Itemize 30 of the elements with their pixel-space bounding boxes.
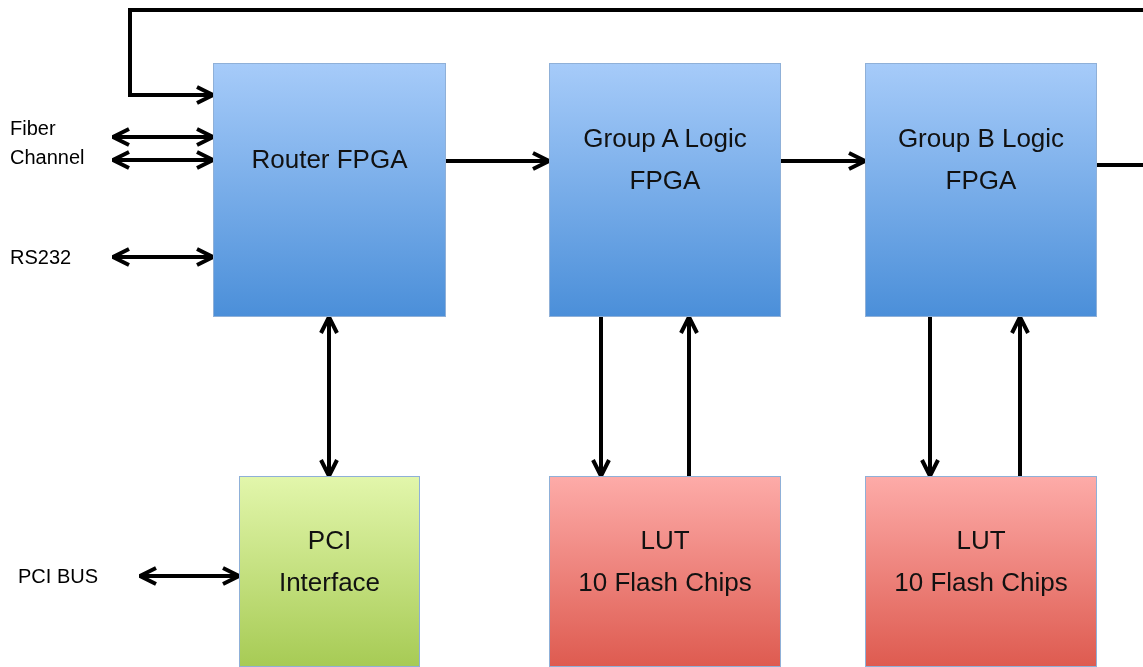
arrow: [319, 315, 339, 478]
fpga-block: [549, 63, 781, 317]
arrow: [446, 151, 551, 171]
block-label: PCI Interface: [277, 523, 382, 599]
block-label: Group A Logic FPGA: [582, 122, 748, 197]
port-label: RS232: [10, 244, 72, 270]
arrow: [1010, 315, 1030, 476]
block-label: Router FPGA: [251, 143, 408, 177]
block-label: 10 Flash Chips: [894, 565, 1068, 599]
port-label: PCI BUS: [18, 563, 99, 589]
block-label: LUT: [640, 523, 690, 557]
fpga-block: [865, 63, 1097, 317]
connector-line: [1097, 163, 1143, 167]
arrow: [111, 150, 215, 170]
block-label: Group B Logic FPGA: [896, 122, 1066, 197]
block-label: LUT: [956, 523, 1006, 557]
arrow: [679, 315, 699, 476]
arrow: [591, 317, 611, 478]
memory-block: [865, 476, 1097, 667]
arrow: [111, 247, 215, 267]
port-label: Fiber Channel: [10, 116, 86, 170]
fpga-block: [213, 63, 446, 317]
arrow: [920, 317, 940, 478]
interface-block: [239, 476, 420, 667]
block-label: 10 Flash Chips: [578, 565, 752, 599]
arrow: [781, 151, 867, 171]
memory-block: [549, 476, 781, 667]
arrow: [128, 8, 1143, 105]
arrow: [138, 566, 241, 586]
arrow: [111, 127, 215, 147]
